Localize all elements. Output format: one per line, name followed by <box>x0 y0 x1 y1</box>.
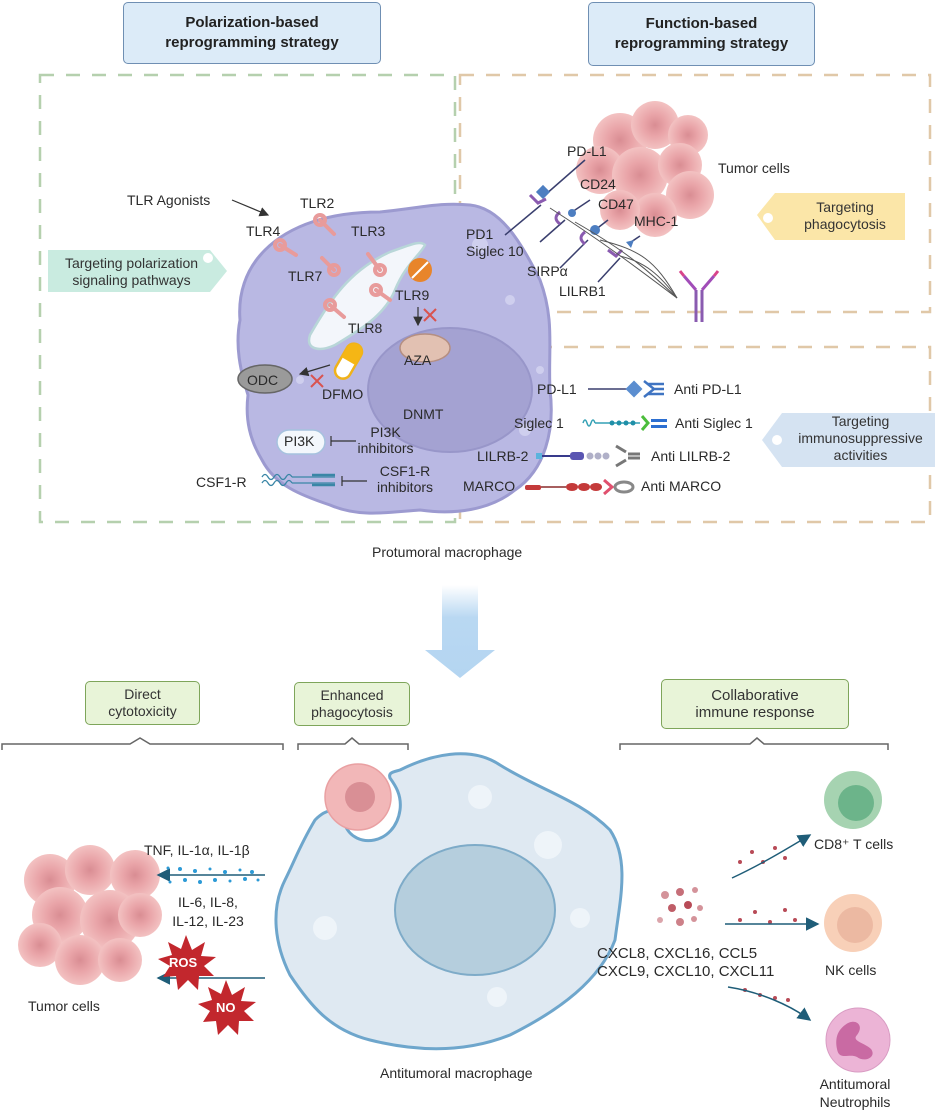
tlr4-label: TLR4 <box>246 223 281 239</box>
inhibit-x-icon <box>423 308 437 322</box>
neutrophil-arrow <box>727 986 812 1021</box>
cd8-t-cells-label: CD8⁺ T cells <box>814 836 894 852</box>
tlr3-receptor-icon <box>366 252 387 277</box>
ros-label: ROS <box>169 955 198 970</box>
tlr-agonist-arrow <box>231 199 270 217</box>
outcome-brackets <box>1 737 889 750</box>
cd47-ligand-label: CD47 <box>598 196 634 212</box>
enhanced-phagocytosis-box: Enhanced phagocytosis <box>294 682 410 726</box>
csf1r-label: CSF1-R <box>196 474 247 490</box>
tlr7-label: TLR7 <box>288 268 323 284</box>
marco-target-label: MARCO <box>463 478 516 494</box>
aza-pill-icon <box>408 258 432 282</box>
anti-siglec1-label: Anti Siglec 1 <box>675 415 753 431</box>
pi3k-inhibitors-label: PI3K inhibitors <box>357 424 414 456</box>
anti-pdl1-graphic <box>588 380 664 398</box>
anti-pdl1-label: Anti PD-L1 <box>674 381 742 397</box>
siglec1-target-label: Siglec 1 <box>514 415 564 431</box>
tag-shape-polarization <box>48 250 227 292</box>
cd8-t-cell-icon <box>824 771 882 829</box>
pi3k-box <box>276 429 326 455</box>
anti-lilrb2-label: Anti LILRB-2 <box>651 448 731 464</box>
receptor-markers <box>528 193 624 258</box>
antitumoral-nucleus <box>394 844 556 976</box>
antitumoral-vacuoles <box>313 785 590 1007</box>
pdl1-target-label: PD-L1 <box>537 381 577 397</box>
tlr7-receptor-icon <box>320 256 341 277</box>
inhibit-x-icon <box>310 374 324 388</box>
anti-marco-label: Anti MARCO <box>641 478 722 494</box>
tlr3-label: TLR3 <box>351 223 386 239</box>
sirpa-receptor-label: SIRPα <box>527 263 568 279</box>
tlr-receptors <box>273 213 392 319</box>
tlr8-receptor-icon <box>323 298 346 319</box>
protumoral-macrophage-label: Protumoral macrophage <box>372 544 523 560</box>
engulfed-tumor-cell <box>324 763 392 831</box>
ros-burst-icon <box>158 935 216 990</box>
tumor-cluster-bottom <box>18 845 162 985</box>
pdl1-ligand-label: PD-L1 <box>567 143 607 159</box>
anti-lilrb2-graphic <box>536 444 640 468</box>
aza-label: AZA <box>404 352 432 368</box>
transition-arrow <box>425 585 495 678</box>
function-strategy-header: Function-based reprogramming strategy <box>588 2 815 66</box>
tlr4-receptor-icon <box>273 238 298 257</box>
anti-siglec1-graphic <box>582 415 667 431</box>
cd8-arrow <box>731 834 812 879</box>
no-burst-icon <box>198 980 256 1035</box>
endosome <box>307 241 427 351</box>
tlr9-receptor-icon <box>369 283 392 302</box>
tumor-cells-bottom-label: Tumor cells <box>28 998 100 1014</box>
tag-shape-immunosuppressive <box>762 413 935 467</box>
dnmt-ellipse <box>399 333 451 363</box>
lilrb2-target-label: LILRB-2 <box>477 448 529 464</box>
tlr8-label: TLR8 <box>348 320 383 336</box>
tumor-cells-top-label: Tumor cells <box>718 160 790 176</box>
collaborative-response-box: Collaborative immune response <box>661 679 849 729</box>
tag-shape-phagocytosis <box>757 193 905 240</box>
no-label: NO <box>216 1000 236 1015</box>
tag-targeting-polarization: Targeting polarization signaling pathway… <box>64 255 199 288</box>
tlr-agonists-label: TLR Agonists <box>127 192 211 208</box>
cytokines-bottom-label: IL-6, IL-8, IL-12, IL-23 <box>172 894 244 929</box>
dfmo-capsule-icon <box>333 342 364 380</box>
polarization-strategy-header: Polarization-based reprogramming strateg… <box>123 2 381 64</box>
tlr2-receptor-icon <box>313 213 336 236</box>
mhc1-ligand-label: MHC-1 <box>634 213 679 229</box>
anti-marco-graphic <box>525 478 635 496</box>
cytokines-top-label: TNF, IL-1α, IL-1β <box>144 842 250 858</box>
neutrophil-icon <box>825 1007 891 1073</box>
dfmo-label: DFMO <box>322 386 364 402</box>
antibody-icon <box>678 270 720 322</box>
cd24-ligand-label: CD24 <box>580 176 616 192</box>
pi3k-label: PI3K <box>284 433 315 449</box>
tlr9-label: TLR9 <box>395 287 430 303</box>
chemokines-label: CXCL8, CXCL16, CCL5 CXCL9, CXCL10, CXCL1… <box>597 945 775 980</box>
neutrophils-label: Antitumoral Neutrophils <box>819 1076 891 1110</box>
tlr2-label: TLR2 <box>300 195 335 211</box>
tumor-cluster-top <box>576 101 714 237</box>
csf1r-receptor-icon <box>261 473 335 487</box>
lilrb1-receptor-label: LILRB1 <box>559 283 606 299</box>
cytokine-dots <box>166 866 260 884</box>
direct-cytotoxicity-box: Direct cytotoxicity <box>85 681 200 725</box>
antibody-block-curves <box>549 207 678 299</box>
odc-ellipse <box>237 364 293 394</box>
dnmt-label: DNMT <box>403 406 444 422</box>
odc-label: ODC <box>247 372 279 388</box>
nk-cells-label: NK cells <box>825 962 877 978</box>
pd1-receptor-label: PD1 <box>466 226 494 242</box>
dfmo-arrow <box>298 364 331 377</box>
tag-targeting-immunosuppressive: Targeting immunosuppressive activities <box>798 413 923 463</box>
siglec10-receptor-label: Siglec 10 <box>466 243 524 259</box>
chemokine-dots <box>657 846 797 1002</box>
csf1r-inhibitors-label: CSF1-R inhibitors <box>376 463 434 495</box>
nk-cell-icon <box>824 894 882 952</box>
ligand-markers <box>535 184 634 248</box>
ligand-receptor-links <box>504 159 641 283</box>
antitumoral-macrophage-label: Antitumoral macrophage <box>380 1065 533 1081</box>
tag-targeting-phagocytosis: Targeting phagocytosis <box>804 199 886 232</box>
polarization-region-frame <box>38 73 457 524</box>
